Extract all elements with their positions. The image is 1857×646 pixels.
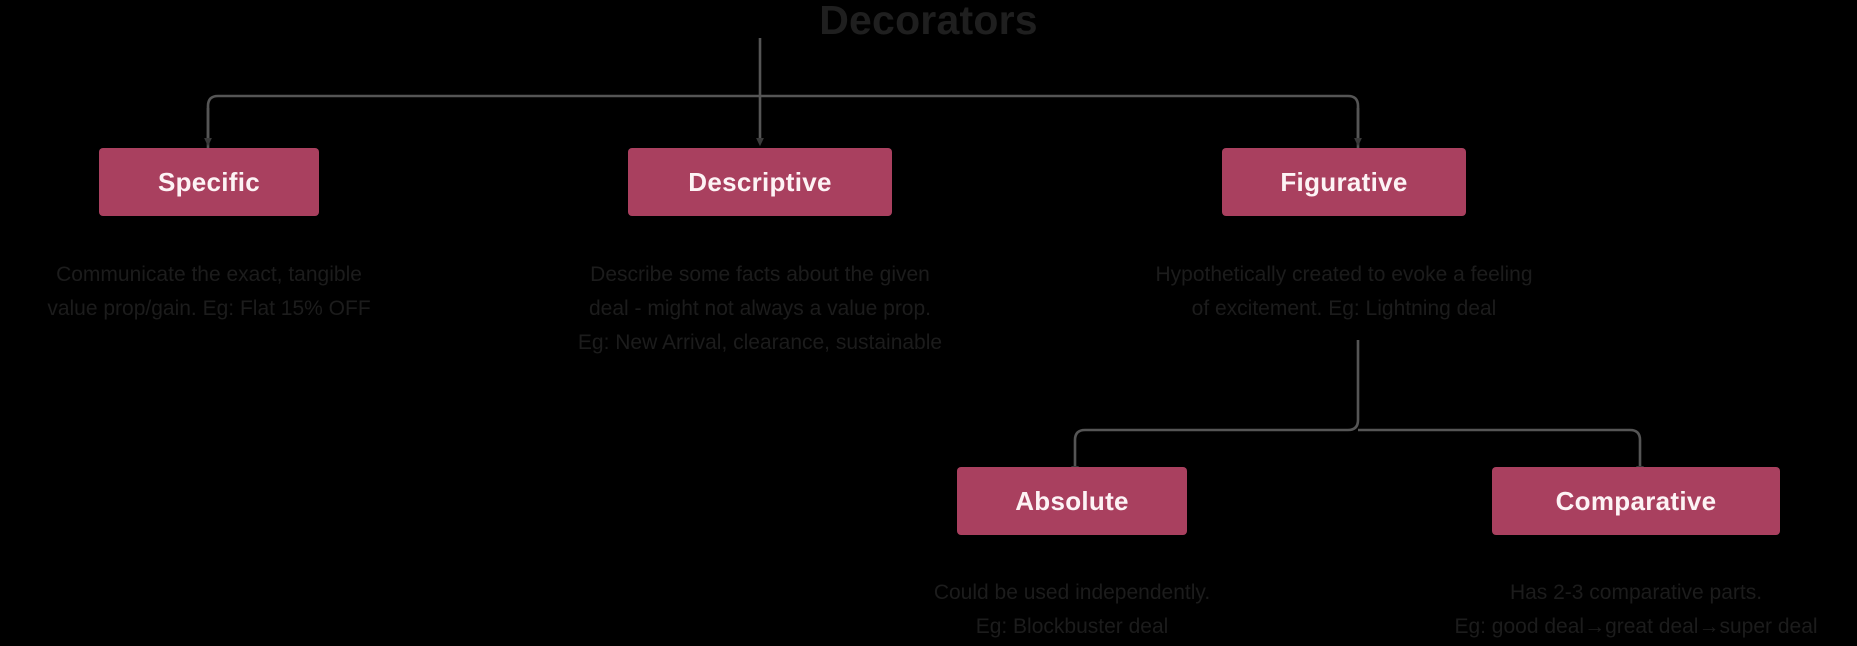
caption-figurative-line-1: Hypothetically created to evoke a feelin… <box>1155 263 1533 286</box>
node-descriptive[interactable]: Descriptive <box>628 148 892 216</box>
node-figurative-label: Figurative <box>1280 166 1408 197</box>
caption-comparative-line-1: Has 2-3 comparative parts. <box>1509 581 1763 604</box>
node-comparative[interactable]: Comparative <box>1492 467 1780 535</box>
diagram-title: Decorators <box>819 0 1038 43</box>
caption-specific-line-1: Communicate the exact, tangible <box>56 263 362 286</box>
edge-figurative-to-absolute <box>1071 340 1360 475</box>
caption-specific: Communicate the exact, tangible value pr… <box>0 258 509 326</box>
node-comparative-label: Comparative <box>1555 485 1717 516</box>
caption-comparative: Has 2-3 comparative parts. Eg: good deal… <box>1336 576 1857 644</box>
node-specific-label: Specific <box>157 166 261 197</box>
node-absolute-label: Absolute <box>1015 485 1129 516</box>
caption-descriptive-line-1: Describe some facts about the given <box>590 263 930 286</box>
caption-absolute-line-2: Eg: Blockbuster deal <box>975 615 1169 638</box>
caption-comparative-line-2: Eg: good deal→great deal→super deal <box>1454 615 1818 638</box>
caption-descriptive: Describe some facts about the given deal… <box>460 258 1060 360</box>
node-descriptive-label: Descriptive <box>688 166 832 197</box>
caption-figurative-line-2: of excitement. Eg: Lightning deal <box>1191 297 1497 320</box>
node-specific[interactable]: Specific <box>99 148 319 216</box>
edge-root-bus <box>206 94 1360 150</box>
caption-figurative: Hypothetically created to evoke a feelin… <box>1044 258 1644 326</box>
caption-descriptive-line-2: deal - might not always a value prop. <box>588 297 932 320</box>
edge-figurative-to-comparative <box>1358 428 1644 475</box>
caption-absolute-line-1: Could be used independently. <box>933 581 1211 604</box>
node-figurative[interactable]: Figurative <box>1222 148 1466 216</box>
node-absolute[interactable]: Absolute <box>957 467 1187 535</box>
caption-specific-line-2: value prop/gain. Eg: Flat 15% OFF <box>47 297 371 320</box>
caption-absolute: Could be used independently. Eg: Blockbu… <box>772 576 1372 644</box>
caption-descriptive-line-3: Eg: New Arrival, clearance, sustainable <box>577 331 943 354</box>
